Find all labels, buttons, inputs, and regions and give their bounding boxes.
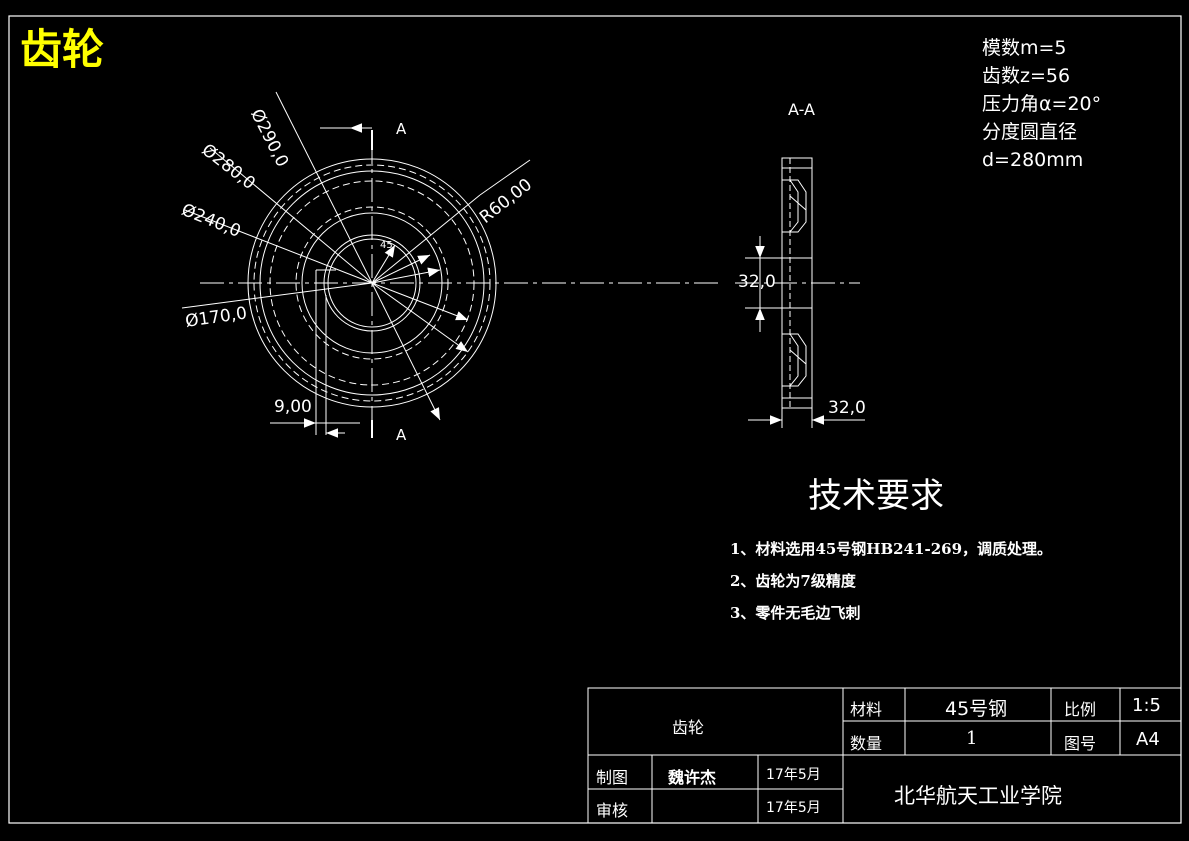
dim-width: 32,0 [828,398,866,418]
section-mark-top: A [396,120,407,138]
tb-check-date: 17年5月 [766,800,821,816]
front-view [181,91,720,438]
tb-drawn-by: 魏许杰 [668,768,717,787]
dim-small: 45 [380,240,393,251]
bore-circle [323,234,421,332]
pitch-label: 分度圆直径 [982,121,1078,143]
pitch-value: d=280mm [982,149,1084,171]
web-inner-circle [295,206,449,360]
section-label: A-A [788,100,815,119]
section-mark-bottom: A [396,426,407,444]
tip-circle [247,158,497,408]
drawing-title: 齿轮 [20,25,105,74]
tech-item-1: 1、材料选用45号钢HB241-269，调质处理。 [730,540,1053,558]
tb-scale-value: 1:5 [1132,695,1161,716]
tb-qty-label: 数量 [850,734,883,753]
tb-drawing-no-value: A4 [1136,729,1160,750]
tb-qty-value: 1 [966,728,978,749]
pressure-angle-param: 压力角α=20° [982,93,1102,115]
dim-w9: 9,00 [274,397,312,417]
section-view [735,157,865,428]
pitch-circle [253,164,491,402]
gear-parameters: 模数m=5 齿数z=56 压力角α=20° 分度圆直径 d=280mm [982,34,1101,174]
tb-part-name: 齿轮 [672,718,705,737]
module-param: 模数m=5 [982,37,1067,59]
tb-material-value: 45号钢 [945,698,1008,720]
tech-item-3: 3、零件无毛边飞刺 [730,604,861,622]
hub-circle [301,212,443,354]
dim-hub: 32,0 [738,272,776,292]
tech-title: 技术要求 [808,476,944,516]
tb-drawing-no-label: 图号 [1064,734,1097,753]
tb-school: 北华航天工业学院 [894,784,1062,808]
tb-drawn-label: 制图 [596,768,629,787]
teeth-param: 齿数z=56 [982,65,1071,87]
root-circle [259,170,485,396]
tb-drawn-date: 17年5月 [766,767,821,783]
tb-check-label: 审核 [596,801,629,820]
web-outer-circle [269,180,475,386]
tb-scale-label: 比例 [1064,700,1097,719]
tech-item-2: 2、齿轮为7级精度 [730,572,856,590]
title-block [587,687,1182,824]
bore-inner-circle [327,238,417,328]
tb-material-label: 材料 [850,700,883,719]
